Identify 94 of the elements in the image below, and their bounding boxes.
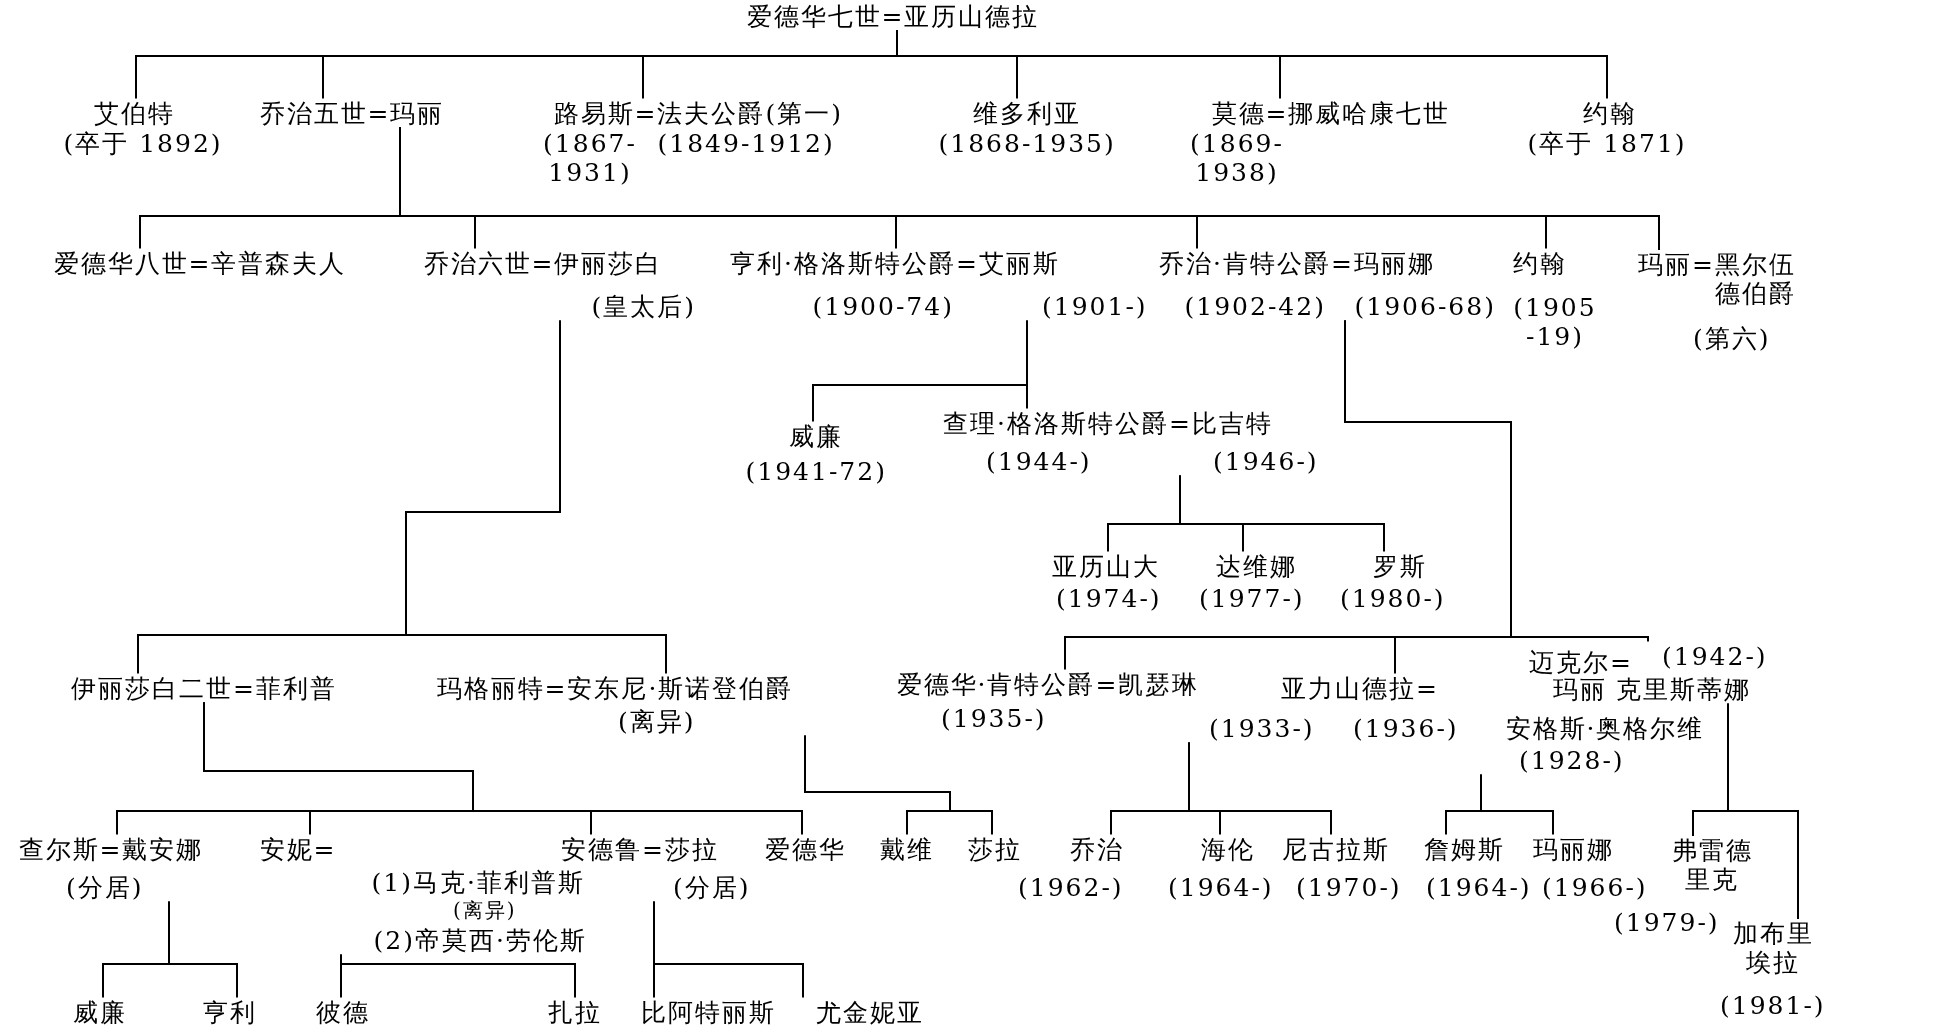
name-label: 玛丽=黑尔伍德伯爵 [1637, 250, 1796, 308]
date-label: (卒于 1892) [63, 128, 223, 158]
name-label: 亨利 [203, 997, 257, 1027]
date-label: (1944-) [986, 446, 1092, 476]
connector-line [653, 900, 804, 999]
name-label: 维多利亚 [973, 98, 1081, 128]
date-label: (1900-74) [812, 291, 954, 321]
name-label: 亚历山大 [1052, 551, 1160, 581]
name-label: 乔治六世=伊丽莎白 [423, 248, 663, 278]
name-label: 爱德华 [764, 834, 846, 864]
date-label: (1979-) [1614, 907, 1720, 937]
note-label: (分居) [66, 872, 144, 902]
name-label: 莫德=挪威哈康七世 [1211, 98, 1451, 128]
name-label: 乔治·肯特公爵=玛丽娜 [1159, 248, 1435, 278]
date-label: (1902-42) [1184, 291, 1326, 321]
date-label: (1868-1935) [938, 128, 1116, 158]
date-label: (1942-) [1662, 641, 1768, 671]
name-label: 彼德 [316, 997, 370, 1027]
name-label: 亨利·格洛斯特公爵=艾丽斯 [730, 248, 1060, 278]
date-label: (1970-) [1296, 872, 1402, 902]
name-label: 亚力山德拉= [1281, 673, 1439, 703]
note-label: (皇太后) [591, 291, 696, 321]
name-label: 罗斯 [1373, 551, 1427, 581]
name-label: 爱德华八世=辛普森夫人 [53, 248, 347, 278]
connector-line [168, 900, 238, 999]
name-label: 达维娜 [1215, 551, 1297, 581]
date-label: (1928-) [1519, 745, 1625, 775]
name-label: 戴维 [880, 834, 934, 864]
name-label: 玛丽 克里斯蒂娜 [1552, 674, 1752, 704]
date-label: (卒于 1871) [1527, 128, 1687, 158]
name-label: 迈克尔= [1529, 647, 1633, 677]
name-label: 弗雷德里克 [1670, 836, 1754, 894]
connector-line [1480, 773, 1554, 836]
name-label: 约翰 [1583, 98, 1637, 128]
name-label: 查理·格洛斯特公爵=比吉特 [943, 408, 1273, 438]
date-label: (1962-) [1018, 872, 1124, 902]
name-label: 艾伯特 [93, 98, 175, 128]
date-label: (1980-) [1340, 583, 1446, 613]
name-label: 爱德华七世=亚历山德拉 [746, 1, 1040, 31]
name-label: 安妮= [259, 834, 337, 864]
date-label: (1946-) [1213, 446, 1319, 476]
date-label: (1906-68) [1354, 291, 1496, 321]
name-label: 海伦 [1201, 834, 1255, 864]
note-label: (离异) [453, 899, 517, 921]
date-label: (1867- 1931) [542, 129, 638, 187]
note-label: (第六) [1693, 323, 1771, 353]
name-label: 路易斯=法夫公爵(第一) [553, 98, 843, 128]
date-label: (1966-) [1542, 872, 1648, 902]
name-label: 爱德华·肯特公爵=凯瑟琳 [896, 669, 1200, 699]
connector-line [340, 953, 576, 999]
connector-line [405, 319, 667, 675]
connector-line [203, 701, 803, 836]
date-label: (1933-) [1209, 713, 1315, 743]
note-label: (分居) [673, 872, 751, 902]
connector-line [1179, 474, 1385, 553]
connector-line [1727, 702, 1799, 920]
name-label: 莎拉 [968, 834, 1022, 864]
name-label: 詹姆斯 [1423, 834, 1505, 864]
name-label: 查尔斯=戴安娜 [18, 834, 204, 864]
date-label: (1869- 1938) [1189, 129, 1285, 187]
name-label: 扎拉 [548, 997, 602, 1027]
date-label: (1905 -19) [1512, 293, 1598, 351]
date-label: (1901-) [1042, 291, 1148, 321]
name-label: 安格斯·奥格尔维 [1505, 713, 1705, 743]
name-label: 乔治五世=玛丽 [259, 98, 445, 128]
date-label: (1935-) [941, 703, 1047, 733]
name-label: (2)帝莫西·劳伦斯 [373, 925, 587, 955]
connector-line [1344, 319, 1649, 643]
name-label: 威廉 [73, 997, 127, 1027]
name-label: (1)马克·菲利普斯 [371, 867, 585, 897]
name-label: 威廉 [789, 421, 843, 451]
note-label: (离异) [618, 706, 696, 736]
name-label: 尤金妮亚 [816, 997, 924, 1027]
name-label: 伊丽莎白二世=菲利普 [71, 673, 337, 703]
date-label: (1941-72) [745, 456, 887, 486]
date-label: (1964-) [1168, 872, 1274, 902]
date-label: (1981-) [1720, 990, 1826, 1020]
name-label: 乔治 [1070, 834, 1124, 864]
connector-line [1188, 741, 1332, 836]
name-label: 玛丽娜 [1532, 834, 1614, 864]
name-label: 尼古拉斯 [1282, 834, 1390, 864]
name-label: 加布里埃拉 [1731, 919, 1815, 977]
date-label: (1849-1912) [657, 128, 835, 158]
name-label: 比阿特丽斯 [640, 997, 776, 1027]
name-label: 约翰 [1513, 248, 1567, 278]
date-label: (1964-) [1426, 872, 1532, 902]
connector-line [896, 29, 1608, 100]
date-label: (1977-) [1199, 583, 1305, 613]
connector-line [1026, 319, 1028, 410]
date-label: (1936-) [1353, 713, 1459, 743]
name-label: 玛格丽特=安东尼·斯诺登伯爵 [436, 673, 794, 703]
name-label: 安德鲁=莎拉 [561, 834, 719, 864]
connector-line [804, 734, 993, 836]
date-label: (1974-) [1056, 583, 1162, 613]
